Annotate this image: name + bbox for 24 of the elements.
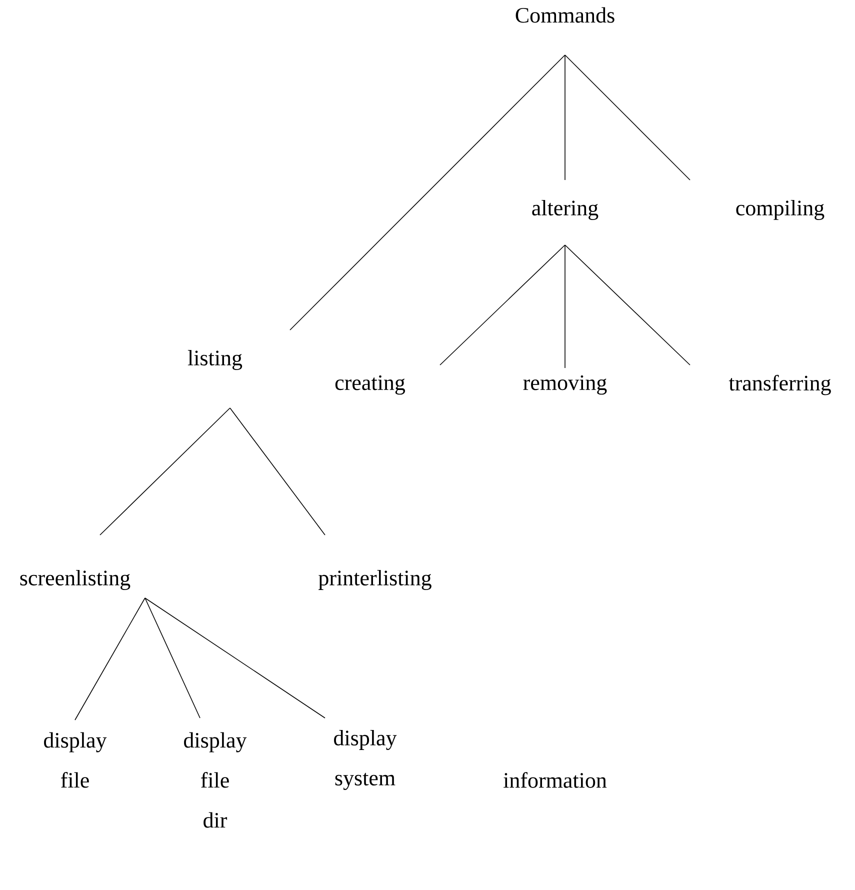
tree-label: compiling — [736, 200, 824, 220]
tree-label: transferring — [728, 374, 831, 396]
tree-label: altering — [532, 200, 598, 220]
branch-line — [144, 598, 200, 718]
tree-label: creating — [335, 375, 406, 395]
branch-line — [564, 54, 566, 180]
text-label: information — [504, 772, 607, 788]
tree-label: display file dir — [184, 732, 247, 828]
branch-line — [440, 244, 566, 366]
tree-label: listing — [188, 350, 242, 370]
branch-line — [230, 408, 326, 536]
tree-label: screenlisting — [20, 570, 130, 590]
branch-line — [74, 598, 146, 720]
tree-label: removing — [523, 375, 607, 395]
branch-line — [100, 408, 230, 536]
tree-label: display system — [334, 730, 397, 790]
branch-line — [144, 598, 326, 718]
branch-line — [564, 54, 690, 180]
branch-line — [564, 244, 690, 366]
tree-label: display file — [44, 732, 107, 788]
tree-label: printerlisting — [318, 570, 432, 590]
branch-line — [564, 244, 566, 368]
tree-label: Commands — [516, 7, 614, 23]
branch-line — [290, 54, 566, 330]
